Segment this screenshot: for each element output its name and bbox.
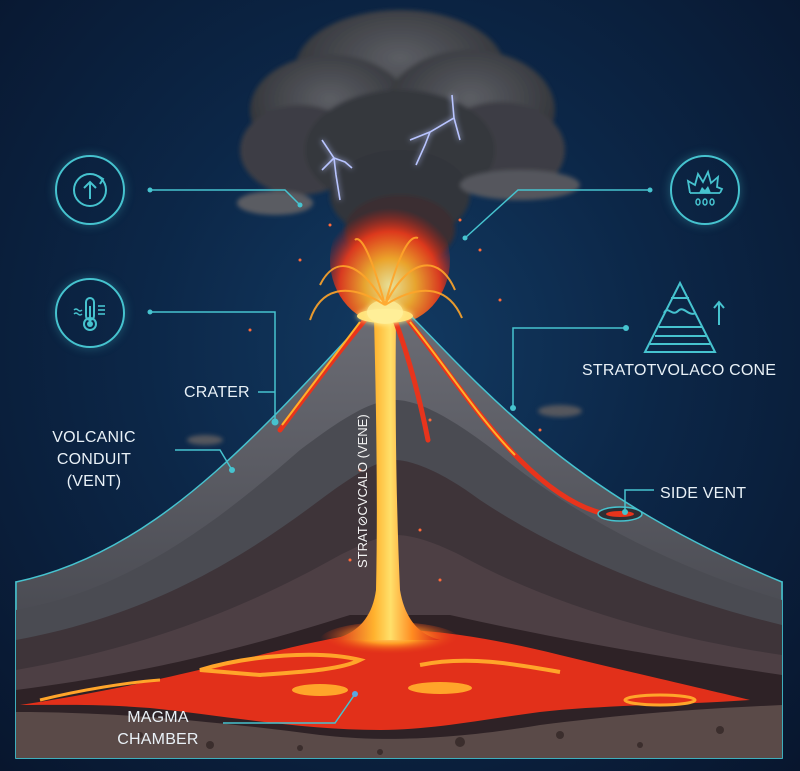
conduit-label-line3: (VENT) — [66, 473, 122, 490]
explosion-icon — [670, 155, 740, 225]
central-conduit — [330, 318, 440, 640]
eruption-rise-icon — [55, 155, 125, 225]
lightning — [321, 94, 461, 201]
volcanic-conduit-label: VOLCANIC CONDUIT (VENT) — [38, 427, 150, 493]
magma-label-line1: MAGMA — [127, 709, 189, 726]
magma-label-line2: CHAMBER — [117, 731, 199, 748]
conduit-label-line2: CONDUIT — [56, 451, 132, 468]
conduit-label-line1: VOLCANIC — [52, 429, 136, 446]
side-vent-label: SIDE VENT — [660, 485, 747, 502]
leader-lines — [150, 189, 654, 724]
magma-chamber — [20, 630, 750, 730]
crater-label: CRATER — [184, 384, 250, 401]
stratovolcano-cone-label: STRATOTVOLACO CONE — [582, 362, 777, 379]
conduit-vertical-label: STRAT⊘CVCALO (VENE) — [355, 414, 370, 568]
stratovolcano-layers-icon — [643, 280, 725, 353]
temperature-icon — [55, 278, 125, 348]
magma-chamber-label: MAGMA CHAMBER — [108, 707, 208, 751]
